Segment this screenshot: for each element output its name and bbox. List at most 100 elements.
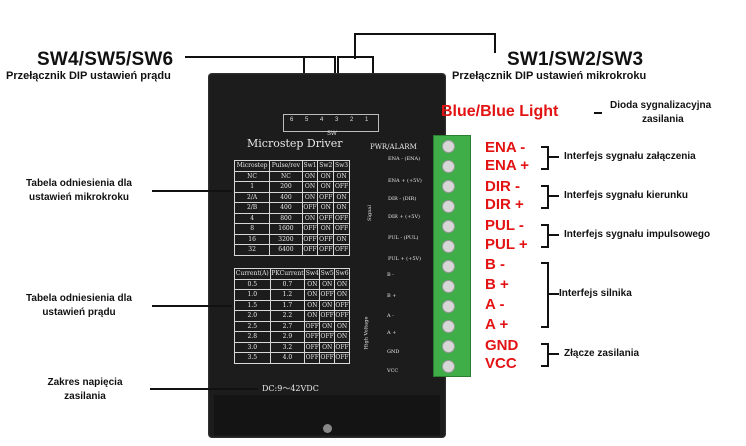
table-cell: ON (304, 299, 321, 311)
terminal-screw-icon (442, 180, 455, 193)
table-cell: ON (333, 233, 350, 245)
label-line: ustawień mikrokroku (28, 192, 130, 203)
led-title: Blue/Blue Light (441, 103, 559, 120)
table-cell: 3200 (269, 233, 303, 245)
label-microstep-table: Tabela odniesienia dla ustawień mikrokro… (14, 177, 144, 205)
table-cell: OFF (319, 352, 336, 364)
high-voltage-label: High Voltage (363, 316, 370, 350)
bracket-pul (541, 224, 549, 248)
table-cell: 1.7 (269, 299, 306, 311)
label-line: zasilania (64, 391, 106, 402)
device-hv-label: GND (387, 349, 400, 355)
terminal-screw-icon (442, 300, 455, 313)
bracket-power-line (549, 353, 559, 355)
table-cell: 200 (269, 181, 303, 193)
table-cell: OFF (333, 212, 350, 224)
dip-number-6: 6 (290, 117, 294, 123)
table-cell: ON (319, 341, 336, 353)
header-right-title: SW1/SW2/SW3 (507, 49, 644, 70)
table-cell: OFF (319, 331, 336, 343)
table-cell: ON (333, 202, 350, 214)
table-cell: 16 (233, 233, 271, 245)
table-cell: NC (269, 170, 303, 182)
dip-number-4: 4 (320, 117, 324, 123)
dip-bracket-left (303, 56, 336, 76)
table-cell: ON (333, 191, 350, 203)
pin-label-b-minus: B - (485, 256, 505, 273)
label-line: Tabela odniesienia dla (26, 178, 132, 189)
table-cell: OFF (317, 212, 335, 224)
dip-number-2: 2 (350, 117, 354, 123)
table-cell: ON (317, 181, 335, 193)
table-cell: OFF (333, 244, 350, 256)
terminal-screw-icon (442, 260, 455, 273)
table-header: Sw2 (317, 160, 335, 172)
terminal-screw-icon (442, 340, 455, 353)
group-label-motor: Interfejs silnika (559, 288, 632, 299)
table-cell: ON (334, 331, 350, 343)
device-pin-label: PUL + (+5V) (388, 256, 422, 262)
device-pin-label: ENA + (+5V) (388, 178, 422, 184)
terminal-screw-icon (442, 360, 455, 373)
table-cell: OFF (304, 352, 321, 364)
label-line: Zakres napięcia (47, 377, 123, 388)
table-cell: 4.0 (269, 352, 306, 364)
header-right-subtitle: Przełącznik DIP ustawień mikrokroku (452, 70, 647, 82)
table-cell: OFF (301, 244, 319, 256)
terminal-block (433, 135, 471, 377)
table-cell: OFF (304, 320, 321, 332)
pin-label-a-minus: A - (485, 296, 505, 313)
terminal-screw-icon (442, 240, 455, 253)
table-cell: OFF (304, 331, 321, 343)
pin-label-ena-plus: ENA + (485, 157, 530, 174)
table-cell: OFF (333, 181, 350, 193)
pin-label-pul-minus: PUL - (485, 217, 524, 234)
led-desc-1: Dioda sygnalizacyjna (610, 100, 712, 111)
group-label-ena: Interfejs sygnału załączenia (564, 151, 696, 162)
table-cell: 1600 (269, 223, 303, 235)
table-cell: 2.2 (269, 310, 306, 322)
terminal-screw-icon (442, 280, 455, 293)
label-voltage: Zakres napięcia zasilania (30, 376, 140, 404)
table-cell: ON (301, 170, 319, 182)
pin-label-dir-plus: DIR + (485, 196, 524, 213)
table-header: Sw1 (301, 160, 319, 172)
table-cell: 2.5 (234, 320, 271, 332)
header-left-line (185, 56, 303, 58)
table-cell: 2/B (233, 202, 271, 214)
group-label-dir: Interfejs sygnału kierunku (564, 190, 688, 201)
table-header: Pulse/rev (269, 160, 303, 172)
table-cell: 1.2 (269, 289, 306, 301)
table-cell: ON (319, 278, 336, 290)
pin-label-vcc: VCC (485, 355, 517, 372)
table-cell: ON (334, 320, 350, 332)
bracket-dir (541, 185, 549, 209)
table-cell: OFF (317, 233, 335, 245)
header-right-line-v (354, 33, 356, 59)
table-header: PKCurrent (269, 268, 306, 280)
header-right-line-end (494, 33, 496, 53)
table-cell: ON (317, 223, 335, 235)
table-cell: 32 (233, 244, 271, 256)
pin-label-a-plus: A + (485, 316, 509, 333)
bracket-motor (541, 262, 549, 328)
led-desc-2: zasilania (642, 114, 684, 125)
table-cell: OFF (334, 299, 350, 311)
bracket-ena-line (549, 156, 559, 158)
pin-label-pul-plus: PUL + (485, 236, 528, 253)
pin-label-b-plus: B + (485, 276, 509, 293)
table-cell: 2.8 (234, 331, 271, 343)
device-pin-label: ENA - (ENA) (388, 156, 421, 162)
table-cell: OFF (334, 352, 350, 364)
device-hv-label: B + (387, 293, 397, 299)
pin-label-gnd: GND (485, 337, 519, 354)
table-cell: ON (304, 310, 321, 322)
table-cell: ON (334, 289, 350, 301)
table-cell: ON (317, 202, 335, 214)
led-connector-line (594, 112, 602, 114)
pointer-current (152, 305, 232, 307)
table-cell: ON (301, 191, 319, 203)
bracket-dir-line (549, 195, 559, 197)
table-header: Current(A) (234, 268, 271, 280)
